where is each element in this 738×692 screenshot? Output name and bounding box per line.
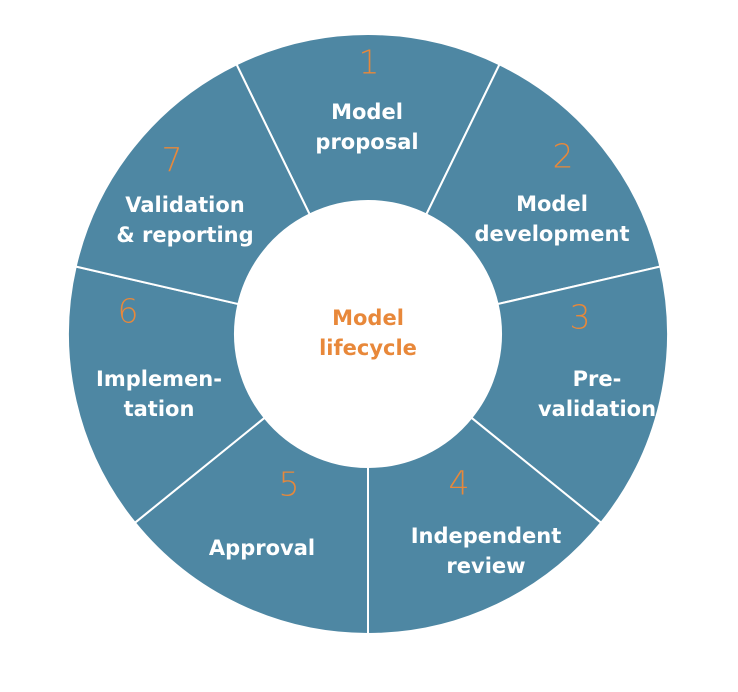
segment-2-number: 2 — [553, 137, 574, 176]
segment-4-label: Independent review — [411, 524, 562, 578]
segment-2-label-line: development — [475, 222, 630, 246]
segment-7-label: Validation & reporting — [116, 193, 253, 247]
segment-6-label-line: Implemen- — [96, 367, 222, 391]
segment-4-number: 4 — [449, 464, 470, 503]
segment-3-number: 3 — [570, 298, 591, 337]
segment-5-label-line: Approval — [209, 536, 315, 560]
segment-6-label: Implemen-tation — [96, 367, 222, 421]
segment-7-label-line: & reporting — [116, 223, 253, 247]
segment-1-label-line: Model — [331, 100, 403, 124]
center-circle — [235, 201, 501, 467]
segment-7-label-line: Validation — [125, 193, 245, 217]
center-label-line: Model — [332, 306, 404, 330]
segment-5-number: 5 — [279, 465, 300, 504]
center-label: Model lifecycle — [319, 306, 417, 360]
segment-3-label-line: validation — [538, 397, 656, 421]
segment-6-number: 6 — [118, 292, 139, 331]
segment-4-label-line: Independent — [411, 524, 562, 548]
segment-1-label: Model proposal — [315, 100, 418, 154]
segment-3-label: Pre-validation — [538, 367, 656, 421]
segment-1-label-line: proposal — [315, 130, 418, 154]
segment-5-label: Approval — [209, 536, 315, 560]
segment-2-label-line: Model — [516, 192, 588, 216]
segment-2-label: Model development — [475, 192, 630, 246]
segment-4-label-line: review — [446, 554, 525, 578]
segment-7-number: 7 — [162, 141, 183, 180]
center-label-line: lifecycle — [319, 336, 417, 360]
segment-3-label-line: Pre- — [573, 367, 622, 391]
segment-1-number: 1 — [359, 43, 380, 82]
segment-6-label-line: tation — [124, 397, 195, 421]
